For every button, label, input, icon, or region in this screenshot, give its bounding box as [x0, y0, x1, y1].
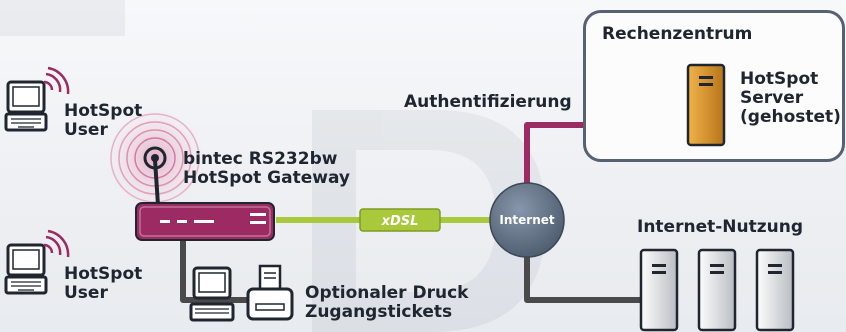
laptop-icon — [4, 229, 70, 295]
printer-label: Optionaler Druck Zugangstickets — [305, 283, 469, 322]
internet-usage-link — [524, 254, 643, 303]
xdsl-badge: xDSL — [359, 208, 441, 232]
internet-label: Internet — [499, 213, 554, 227]
hotspot-server-label: HotSpot Server (gehostet) — [740, 69, 841, 127]
printer-link — [180, 240, 250, 303]
printer-icon — [246, 264, 294, 321]
internet-usage-label: Internet-Nutzung — [637, 217, 804, 237]
auth-label: Authentifizierung — [404, 92, 572, 112]
gateway-label: bintec RS232bw HotSpot Gateway — [183, 149, 350, 188]
hotspot-user-label: HotSpot User — [64, 101, 143, 140]
datacenter-title: Rechenzentrum — [602, 24, 753, 44]
hotspot-server-icon — [686, 63, 726, 147]
hotspot-user-label: HotSpot User — [64, 264, 143, 303]
xdsl-label: xDSL — [381, 214, 419, 229]
router-icon — [135, 146, 275, 241]
server-icon — [755, 248, 795, 332]
pc-icon — [189, 266, 235, 322]
internet-globe: Internet — [489, 182, 565, 258]
server-icon — [639, 248, 679, 332]
server-icon — [697, 248, 737, 332]
laptop-icon — [4, 66, 70, 132]
